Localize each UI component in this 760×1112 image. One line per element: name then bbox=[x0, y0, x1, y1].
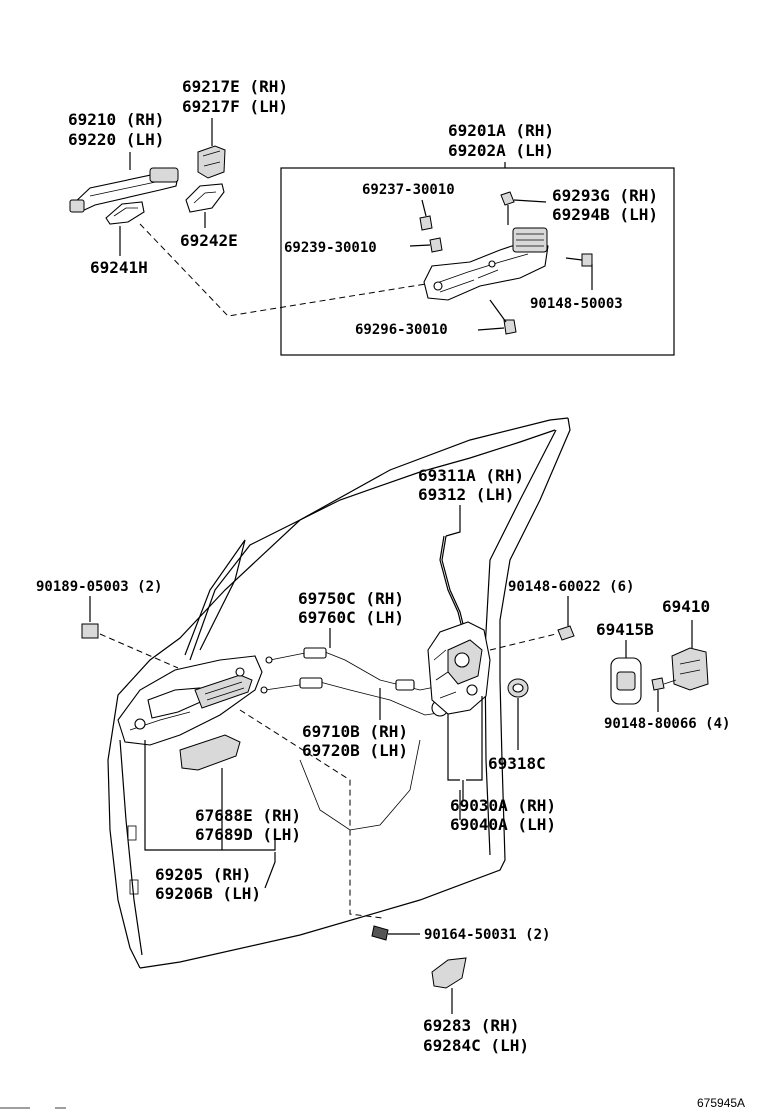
door-lock bbox=[427, 621, 491, 800]
part-label-90148-60022: 90148-60022 (6) bbox=[508, 579, 635, 595]
clip-69239 bbox=[409, 237, 443, 253]
part-label-90189: 90189-05003 (2) bbox=[36, 579, 163, 595]
part-label-69220: 69220 (LH) bbox=[68, 130, 165, 149]
part-label-69318c: 69318C bbox=[488, 754, 546, 773]
handle-pad-front bbox=[105, 201, 145, 225]
part-label-69242e: 69242E bbox=[180, 231, 238, 250]
part-label-69311a: 69311A (RH) bbox=[418, 466, 524, 485]
part-label-69710b: 69710B (RH) bbox=[302, 722, 408, 741]
part-label-90164: 90164-50031 (2) bbox=[424, 927, 551, 943]
part-label-69205: 69205 (RH) bbox=[155, 865, 252, 884]
part-label-69284c: 69284C (LH) bbox=[423, 1036, 529, 1055]
part-label-69293g: 69293G (RH) bbox=[552, 186, 658, 205]
diagram-id: 675945A bbox=[697, 1096, 746, 1110]
bolt-90164 bbox=[371, 925, 420, 941]
part-label-69239: 69239-30010 bbox=[284, 240, 377, 256]
part-label-90148-50003: 90148-50003 bbox=[530, 296, 623, 312]
part-label-90148-80066: 90148-80066 (4) bbox=[604, 716, 731, 732]
outside-handle bbox=[69, 167, 179, 213]
cover-69283 bbox=[431, 957, 467, 1014]
lock-rod bbox=[439, 505, 465, 629]
dashed-reference bbox=[239, 709, 383, 919]
part-label-69720b: 69720B (LH) bbox=[302, 741, 408, 760]
part-label-69202a: 69202A (LH) bbox=[448, 141, 554, 160]
part-label-69283: 69283 (RH) bbox=[423, 1016, 520, 1035]
shim-69415b bbox=[610, 640, 642, 705]
handle-pad-rear bbox=[185, 183, 225, 213]
part-label-69237: 69237-30010 bbox=[362, 182, 455, 198]
handle-cap bbox=[197, 145, 226, 179]
part-label-69410: 69410 bbox=[662, 597, 711, 616]
clip-69237 bbox=[419, 199, 433, 231]
part-label-69217e: 69217E (RH) bbox=[182, 77, 288, 96]
part-label-69210: 69210 (RH) bbox=[68, 110, 165, 129]
inside-handle-assembly bbox=[117, 655, 263, 746]
part-label-69296: 69296-30010 bbox=[355, 322, 448, 338]
part-label-69030a: 69030A (RH) bbox=[450, 796, 556, 815]
part-label-67688e: 67688E (RH) bbox=[195, 806, 301, 825]
cover-69293g bbox=[500, 191, 547, 225]
dashed-reference bbox=[489, 633, 557, 651]
part-label-69201a: 69201A (RH) bbox=[448, 121, 554, 140]
bolt-90148-50003 bbox=[565, 253, 593, 290]
part-label-69294b: 69294B (LH) bbox=[552, 205, 658, 224]
frame-box bbox=[280, 167, 675, 356]
part-label-69040a: 69040A (LH) bbox=[450, 815, 556, 834]
clip-90189 bbox=[81, 596, 99, 639]
cables bbox=[260, 628, 449, 720]
leader-line bbox=[264, 852, 276, 889]
screw-90148-80066 bbox=[651, 677, 677, 712]
part-label-69750c: 69750C (RH) bbox=[298, 589, 404, 608]
dashed-reference bbox=[139, 223, 439, 317]
door-outline bbox=[107, 417, 571, 969]
lock-cover-69318c bbox=[507, 678, 529, 750]
part-label-69206b: 69206B (LH) bbox=[155, 884, 261, 903]
handle-frame bbox=[423, 227, 549, 301]
leader-line bbox=[144, 740, 276, 851]
dashed-reference bbox=[99, 633, 179, 669]
part-label-69415b: 69415B bbox=[596, 620, 654, 639]
part-label-69760c: 69760C (LH) bbox=[298, 608, 404, 627]
part-label-69217f: 69217F (LH) bbox=[182, 97, 288, 116]
screw-90148-60022 bbox=[557, 596, 575, 641]
part-label-69312: 69312 (LH) bbox=[418, 485, 515, 504]
part-label-67689d: 67689D (LH) bbox=[195, 825, 301, 844]
striker-69410 bbox=[671, 620, 709, 691]
bezel-67688e bbox=[179, 734, 241, 808]
part-label-69241h: 69241H bbox=[90, 258, 148, 277]
screw-69296 bbox=[477, 299, 517, 335]
